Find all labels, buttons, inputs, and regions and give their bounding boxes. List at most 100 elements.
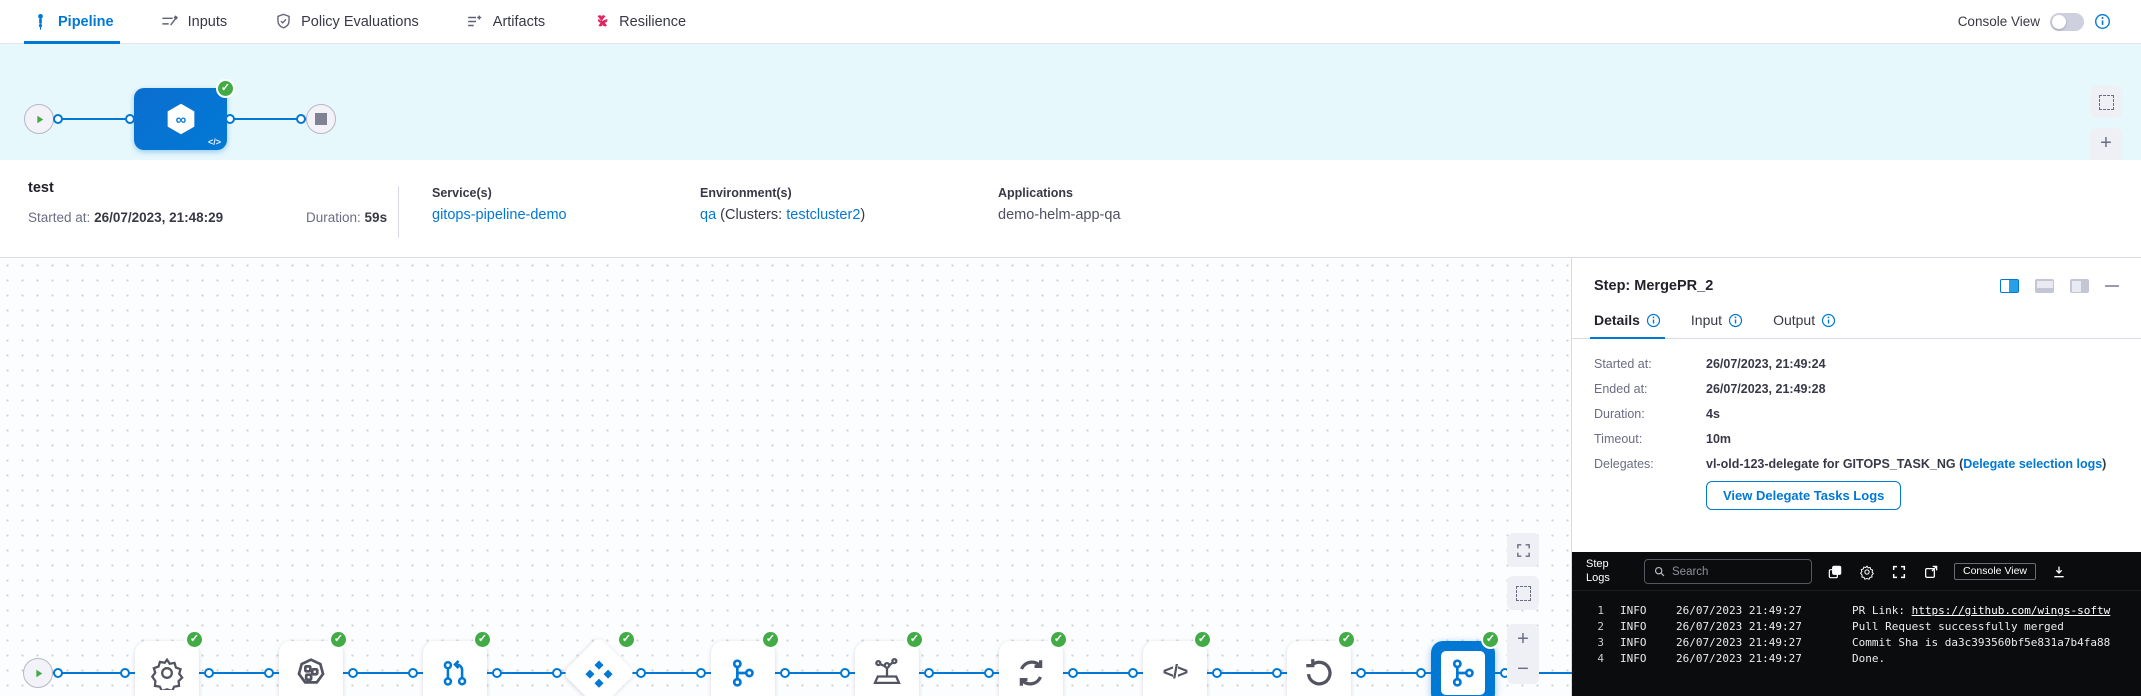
stage-node-test[interactable]: ∞ </> ✓ (134, 79, 235, 150)
info-icon[interactable] (2094, 13, 2111, 30)
field-value: 4s (1706, 407, 1720, 421)
dashed-select-icon (2098, 94, 2114, 110)
step-tab-input[interactable]: Input (1691, 312, 1743, 338)
layout-right-view-button[interactable] (2070, 279, 2089, 293)
tab-inputs[interactable]: Inputs (160, 0, 227, 43)
console-view-button[interactable]: Console View (1954, 563, 2037, 581)
dashed-select-icon (1515, 585, 1531, 601)
git-branch-icon (724, 654, 762, 692)
toggle-knob (2052, 14, 2066, 29)
field-label: Timeout: (1594, 432, 1643, 446)
step-node[interactable] (135, 641, 199, 696)
cluster-link[interactable]: testcluster2 (786, 207, 861, 223)
tab-resilience[interactable]: Resilience (591, 0, 686, 43)
minimize-panel-button[interactable] (2105, 285, 2119, 287)
step-logs-title: Step Logs (1586, 558, 1610, 584)
step-node[interactable] (999, 641, 1063, 696)
execution-graph-canvas[interactable]: ✓Service✓GitopsClusters✓Update Release R… (0, 258, 1572, 696)
canvas-select-zoom-button[interactable] (1507, 576, 1539, 610)
step-success-badge: ✓ (185, 630, 204, 649)
tab-policy-evaluations[interactable]: Policy Evaluations (273, 0, 419, 43)
connector-dot (924, 668, 934, 678)
step-success-badge: ✓ (1193, 630, 1212, 649)
step-node[interactable] (423, 641, 487, 696)
log-search-box[interactable] (1644, 559, 1812, 585)
applications-label: Applications (998, 186, 1074, 200)
connector-dot (1272, 668, 1282, 678)
connector-dot (1356, 668, 1366, 678)
service-link[interactable]: gitops-pipeline-demo (432, 207, 567, 223)
field-label: Ended at: (1594, 382, 1648, 396)
services-label: Service(s) (432, 186, 492, 200)
download-logs-button[interactable] (2050, 563, 2068, 581)
copy-logs-button[interactable] (1826, 563, 1844, 581)
connector-dot (1416, 668, 1426, 678)
pipeline-icon (30, 12, 50, 32)
zoom-in-button[interactable]: + (2100, 131, 2112, 154)
console-view-label: Console View (1957, 14, 2040, 29)
step-node[interactable] (279, 641, 343, 696)
open-in-new-tab-button[interactable] (1922, 563, 1940, 581)
step-node-selected[interactable] (1431, 641, 1495, 696)
connector-dot (1128, 668, 1138, 678)
view-delegate-tasks-logs-button[interactable]: View Delegate Tasks Logs (1706, 481, 1902, 510)
step-node[interactable]: </> (1143, 641, 1207, 696)
mini-select-zoom-button[interactable] (2090, 86, 2122, 118)
step-node[interactable] (855, 641, 919, 696)
delegates-label: Delegates: (1594, 457, 1654, 471)
step-node[interactable] (562, 636, 636, 696)
tab-artifacts[interactable]: Artifacts (465, 0, 545, 43)
resilience-icon (591, 12, 611, 32)
tab-pipeline[interactable]: Pipeline (24, 0, 120, 44)
inputs-icon (160, 12, 180, 32)
layout-bottom-view-button[interactable] (2035, 279, 2054, 293)
layout-split-view-button[interactable] (2000, 279, 2019, 293)
canvas-zoom-controls: + − (1507, 624, 1539, 684)
top-nav: Pipeline Inputs Policy Evaluations Artifact… (0, 0, 2141, 44)
delegate-selection-logs-link[interactable]: Delegate selection logs (1963, 457, 2103, 471)
field-value: 26/07/2023, 21:49:28 (1706, 382, 1826, 396)
connector-dot (984, 668, 994, 678)
connector-dot (636, 668, 646, 678)
graph-start-node[interactable] (23, 658, 53, 688)
step-node[interactable] (1287, 641, 1351, 696)
environments-column: Environment(s) qa (Clusters: testcluster… (700, 186, 866, 223)
canvas-fullscreen-button[interactable] (1507, 533, 1539, 567)
connector-dot (780, 668, 790, 678)
environment-link[interactable]: qa (700, 207, 717, 223)
svg-text:∞: ∞ (175, 112, 186, 129)
approval-diamond-icon (580, 654, 618, 692)
search-icon (1654, 567, 1665, 577)
step-success-badge: ✓ (761, 630, 780, 649)
log-fullscreen-button[interactable] (1890, 563, 1908, 581)
step-success-badge: ✓ (905, 630, 924, 649)
step-node[interactable] (711, 641, 775, 696)
zoom-out-button[interactable]: − (1517, 657, 1529, 680)
info-icon (1821, 313, 1836, 328)
applications-column: Applications demo-helm-app-qa (998, 186, 1121, 223)
log-settings-button[interactable] (1858, 563, 1876, 581)
pr-link[interactable]: https://github.com/wings-softw (1911, 604, 2111, 617)
step-tab-details[interactable]: Details (1590, 312, 1665, 339)
stage-start-node[interactable] (24, 104, 54, 134)
console-view-toggle[interactable] (2050, 12, 2084, 31)
info-icon (1728, 313, 1743, 328)
step-success-badge: ✓ (1337, 630, 1356, 649)
revert-icon (1300, 654, 1338, 692)
stage-code-badge: </> (207, 137, 221, 147)
fullscreen-icon (1516, 543, 1530, 557)
cluster-icon (292, 654, 330, 692)
log-search-input[interactable] (1672, 565, 1782, 578)
fetch-apps-icon (868, 654, 906, 692)
zoom-in-button[interactable]: + (1517, 627, 1529, 650)
artifacts-list-icon (465, 12, 485, 32)
step-tab-output[interactable]: Output (1773, 312, 1836, 338)
connector-dot (348, 668, 358, 678)
stage-end-node[interactable] (306, 104, 336, 134)
